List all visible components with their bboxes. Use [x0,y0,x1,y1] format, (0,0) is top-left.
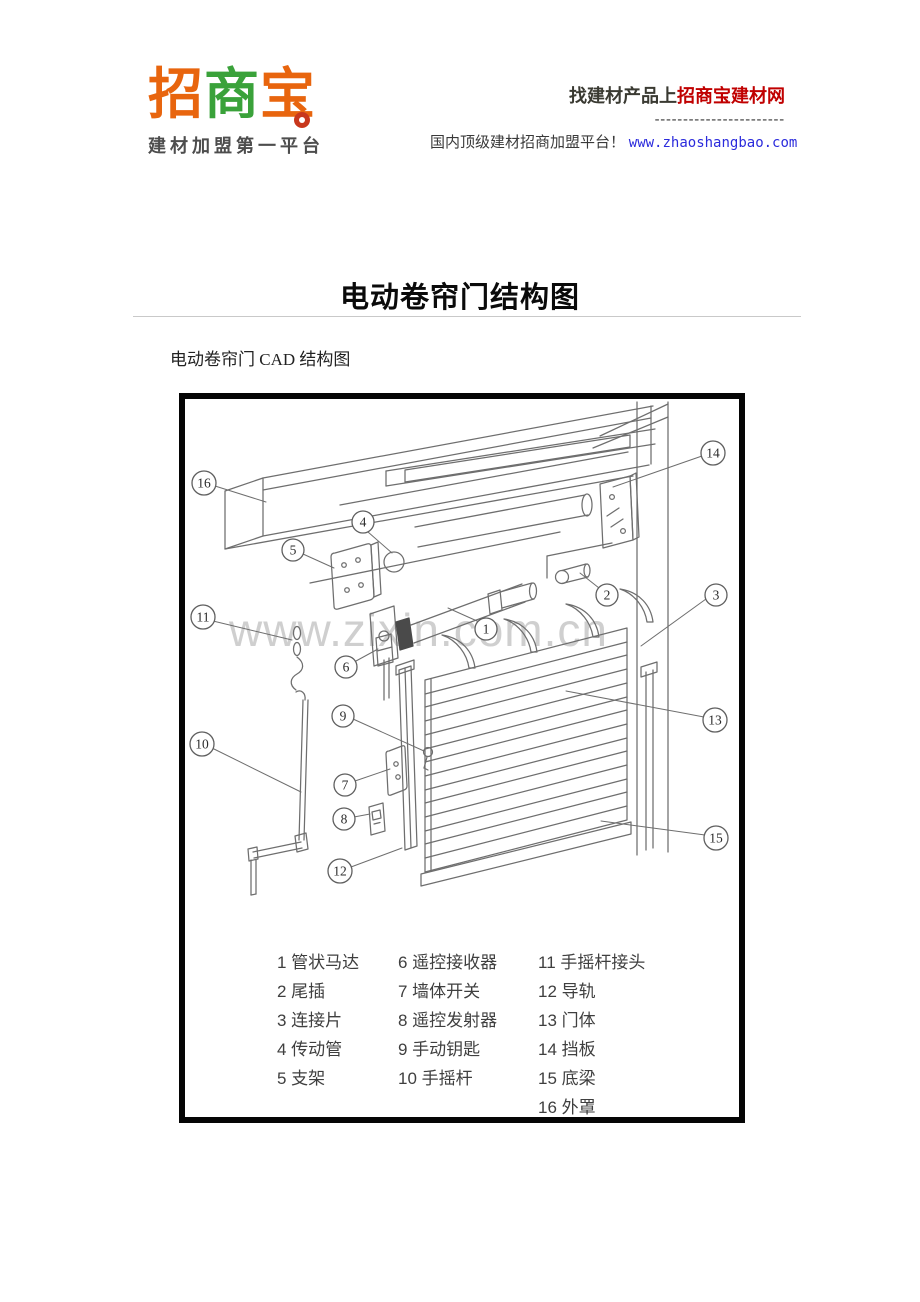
part-crank-connector [290,625,304,691]
watermark-text: www.zixin.com.cn [229,604,608,656]
callout-9-label: 9 [340,709,347,724]
legend-item: 6 遥控接收器 [398,953,498,972]
promo-line1-brand: 招商宝建材网 [677,86,785,106]
legend-column-2: 6 遥控接收器 7 墙体开关 8 遥控发射器 9 手动钥匙 10 手摇杆 [398,948,497,1093]
part-remote-receiver [375,633,394,667]
legend-item: 5 支架 [277,1069,326,1088]
callout-leaders [211,455,707,868]
logo-tagline: 建材加盟第一平台 [148,136,324,156]
part-tail-plug [554,563,591,585]
part-hand-crank [247,690,309,896]
figure-caption: 电动卷帘门 CAD 结构图 [170,350,351,369]
part-wall-switch [385,745,408,796]
part-axis-lines [309,531,613,584]
callout-10-label: 10 [195,737,209,752]
callout-12: 12 [327,858,353,884]
promo-line1-prefix: 找建材产品上 [569,86,677,106]
part-roller-tube [414,493,593,548]
page-title: 电动卷帘门结构图 [339,282,580,314]
zhaoshangbao-logo: 招商宝 建材加盟第一平台 [148,64,324,158]
legend-item: 14 挡板 [538,1040,596,1059]
callout-4-label: 4 [360,515,367,530]
callout-5: 5 [281,538,305,562]
structure-diagram: 1 2 3 4 5 6 7 8 9 10 11 12 13 14 15 16 [189,401,729,896]
callout-8-label: 8 [341,812,348,827]
logo-char-2: 商 [204,63,261,125]
registered-trademark-icon [294,112,310,128]
header-promo: 找建材产品上招商宝建材网 ----------------------- 国内顶… [430,82,797,152]
callout-1-label: 1 [483,622,490,637]
promo-line2-text: 国内顶级建材招商加盟平台！ [430,135,626,151]
callout-14-label: 14 [706,446,720,461]
part-connector-plate [599,472,640,549]
part-cover [224,403,669,550]
callout-9: 9 [331,704,355,728]
legend-item: 4 传动管 [277,1040,343,1059]
promo-dashed-divider: ----------------------- [654,112,785,127]
legend-column-1: 1 管状马达 2 尾插 3 连接片 4 传动管 5 支架 [277,948,359,1093]
legend-item: 1 管状马达 [277,953,360,972]
callout-7-label: 7 [342,778,349,793]
legend-item: 8 遥控发射器 [398,1011,498,1030]
legend-item: 7 墙体开关 [398,982,481,1001]
legend-item: 9 手动钥匙 [398,1040,481,1059]
promo-line-2: 国内顶级建材招商加盟平台！ www.zhaoshangbao.com [430,131,797,152]
legend-item: 2 尾插 [277,982,326,1001]
callout-3-label: 3 [713,588,720,603]
callout-11: 11 [190,604,216,630]
callout-8: 8 [332,807,356,831]
legend-item: 15 底梁 [538,1069,596,1088]
callout-5-label: 5 [290,543,297,558]
part-bracket [330,541,382,610]
callout-13-label: 13 [708,713,722,728]
legend-item: 16 外罩 [538,1098,596,1117]
legend-column-3: 11 手摇杆接头 12 导轨 13 门体 14 挡板 15 底梁 16 外罩 [538,948,645,1122]
callout-13: 13 [702,707,728,733]
part-guide-rail [395,659,418,851]
legend-item: 12 导轨 [538,982,596,1001]
legend-item: 11 手摇杆接头 [538,953,646,972]
callout-14: 14 [700,440,726,466]
callout-2: 2 [595,583,619,607]
title-divider [133,316,801,317]
callout-7: 7 [333,773,357,797]
part-spring-hooks [441,588,654,669]
callout-3: 3 [704,583,728,607]
callout-12-label: 12 [333,864,347,879]
callout-11-label: 11 [197,610,210,625]
promo-website-link[interactable]: www.zhaoshangbao.com [628,135,798,151]
part-tubular-motor [369,582,538,701]
part-bottom-beam [420,821,632,887]
legend-item: 13 门体 [538,1011,596,1030]
part-drive-tube-ring [383,551,405,573]
callout-1: 1 [474,617,498,641]
logo-wordmark: 招商宝 [148,64,324,124]
part-remote-transmitter [368,802,386,836]
callout-15: 15 [703,825,729,851]
legend-item: 3 连接片 [277,1011,343,1030]
callout-10: 10 [189,731,215,757]
roller-door-structure-figure: www.zixin.com.cn [179,393,745,1123]
callout-16: 16 [191,470,217,496]
part-baffle-beam [385,428,656,487]
legend-item: 10 手摇杆 [398,1069,473,1088]
callout-6-label: 6 [343,660,350,675]
callout-4: 4 [351,510,375,534]
logo-char-1: 招 [148,63,205,125]
callout-2-label: 2 [604,588,611,603]
callout-15-label: 15 [709,831,723,846]
callout-6: 6 [334,655,358,679]
part-door-curtain [424,627,628,873]
promo-line-1: 找建材产品上招商宝建材网 [430,82,785,108]
callout-16-label: 16 [197,476,211,491]
